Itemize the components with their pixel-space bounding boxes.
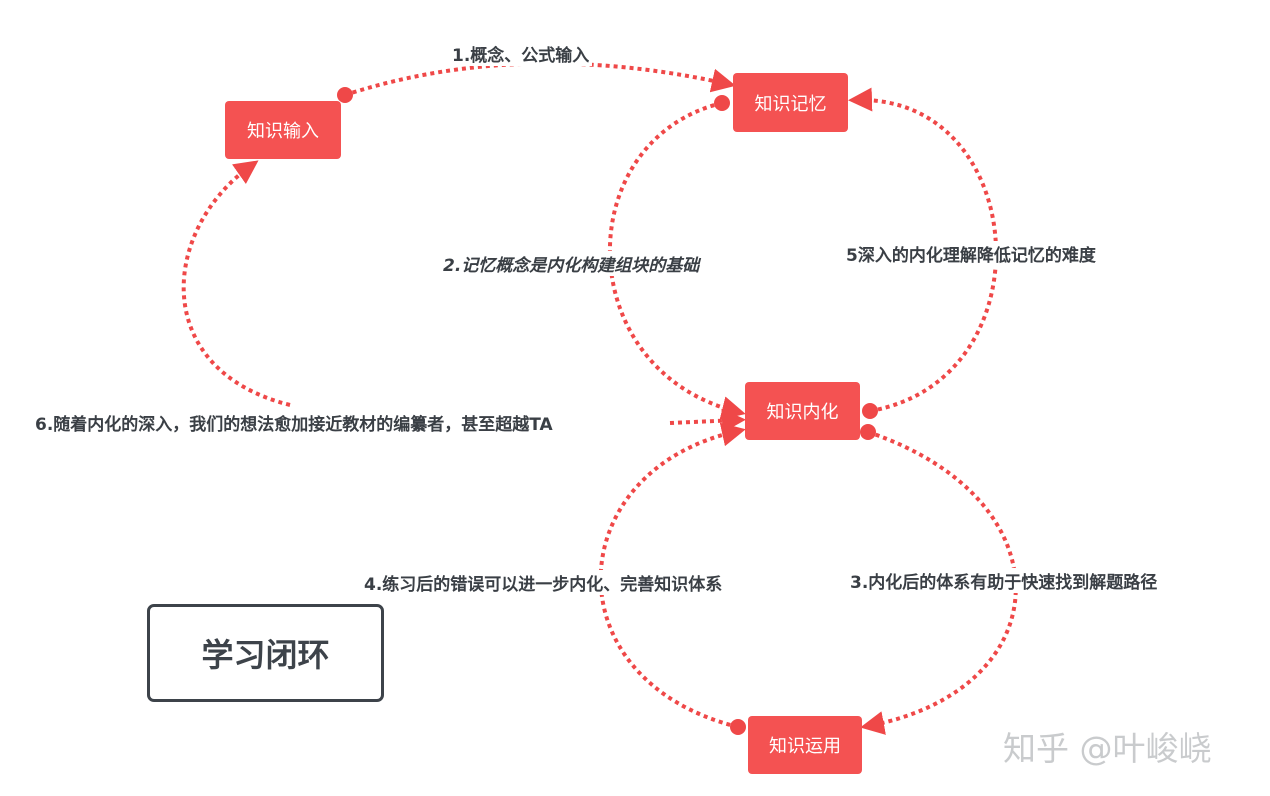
edge-4-start-dot [730, 719, 746, 735]
diagram-title: 学习闭环 [147, 604, 384, 702]
edge-1-start-dot [337, 87, 353, 103]
edge-4-line [598, 422, 746, 729]
edge-5-start-dot [862, 403, 878, 419]
edge-2-start-dot [714, 95, 730, 111]
edge-6-curve [181, 160, 291, 407]
node-knowledge-input[interactable]: 知识输入 [225, 101, 341, 159]
node-knowledge-memory[interactable]: 知识记忆 [733, 73, 848, 132]
watermark: 知乎 @叶峻峣 [1003, 729, 1212, 768]
edge-6-line [669, 408, 746, 433]
edge-3-line [860, 430, 1018, 735]
edge-3-label: 3.内化后的体系有助于快速找到解题路径 [850, 568, 1158, 593]
edge-3-start-dot [860, 424, 876, 440]
edge-5-line [848, 87, 998, 413]
edge-2-label: 2.记忆概念是内化构建组块的基础 [443, 251, 700, 276]
edge-5-label: 5深入的内化理解降低记忆的难度 [846, 241, 1096, 266]
edge-4-label: 4.练习后的错误可以进一步内化、完善知识体系 [364, 570, 723, 595]
node-knowledge-apply[interactable]: 知识运用 [748, 716, 862, 774]
edge-6-label: 6.随着内化的深入，我们的想法愈加接近教材的编纂者，甚至超越TA [35, 410, 553, 435]
edge-1-label: 1.概念、公式输入 [449, 41, 593, 66]
edge-1-line [344, 61, 736, 97]
node-knowledge-internalize[interactable]: 知识内化 [745, 382, 860, 440]
